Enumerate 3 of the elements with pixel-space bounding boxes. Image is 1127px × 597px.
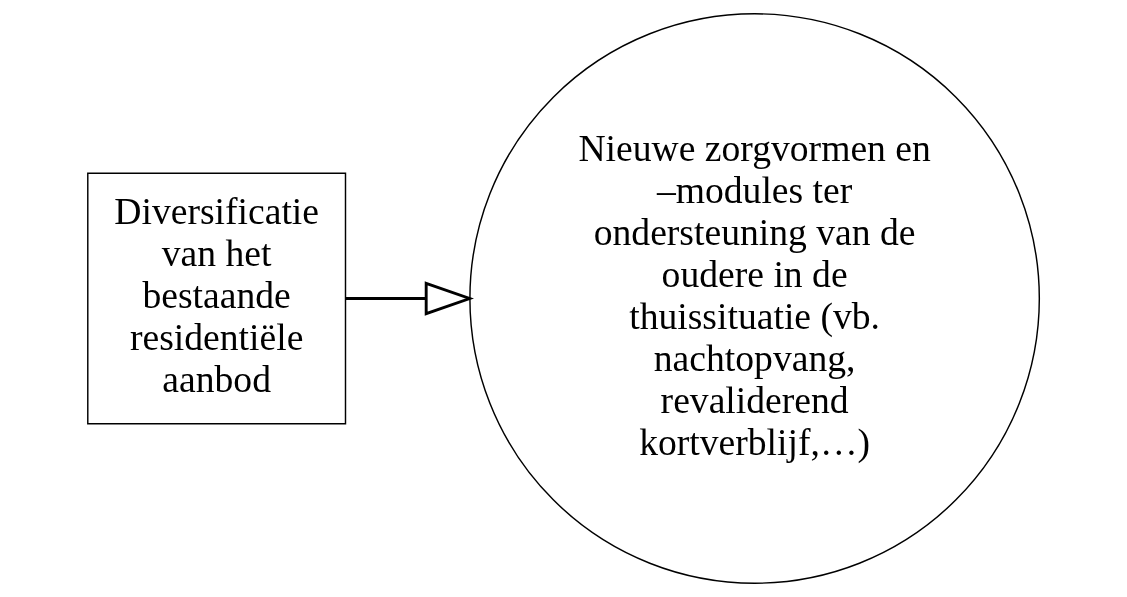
arrow [345,281,474,316]
node-box: Diversificatie van het bestaande residentiële aanbod [87,172,347,425]
node-circle: Nieuwe zorgvormen en –modules ter ondersteuning van de oudere in de thuissituatie (vb. nachtopvang, revaliderend kortverblijf,…) [469,13,1041,584]
